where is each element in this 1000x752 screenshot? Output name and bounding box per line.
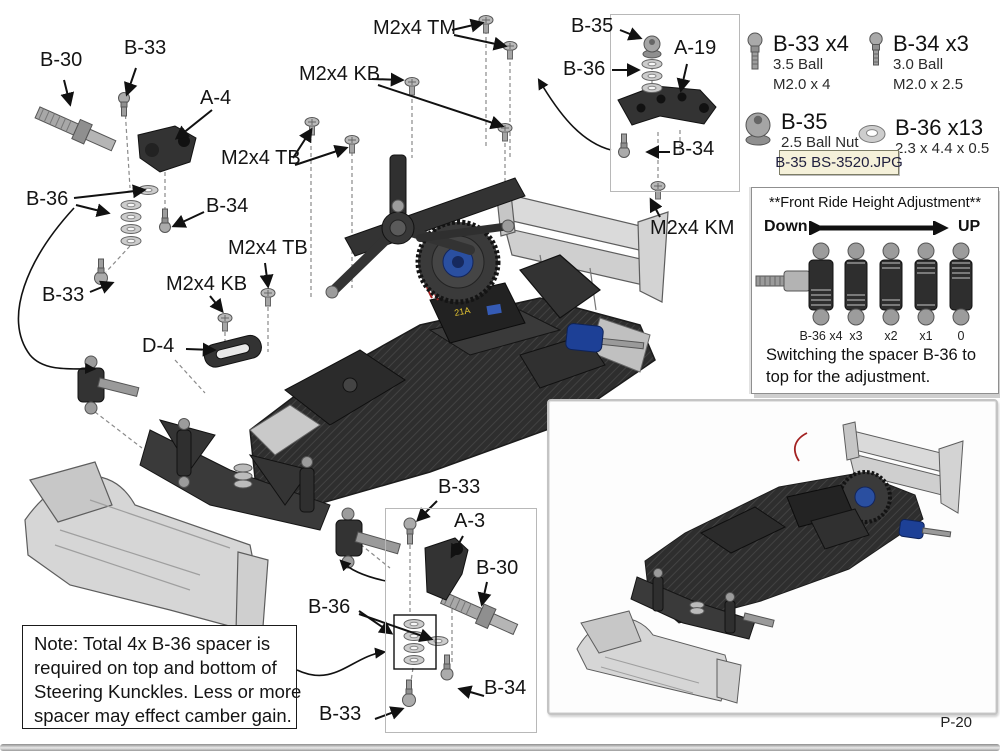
legend-part-id: B-33 x4 <box>773 31 849 56</box>
kingpin-x2 <box>879 242 903 326</box>
washer-stack-highlight-box <box>393 614 437 670</box>
legend-part-spec: 2.5 Ball Nut <box>781 134 859 152</box>
footer-divider-bar <box>0 744 1000 751</box>
callout-b33-mid: B-33 <box>438 476 481 498</box>
ball-studs <box>94 92 630 707</box>
kingpin-x1 <box>914 242 938 326</box>
note-line: spacer may effect camber gain. <box>34 705 292 727</box>
legend-item-b35: B-35 2.5 Ball Nut <box>742 110 859 153</box>
ball-stud-icon <box>747 32 763 70</box>
callout-d4: D-4 <box>142 335 175 357</box>
d4-link <box>203 334 262 368</box>
callout-m2x4-tm: M2x4 TM <box>373 17 456 39</box>
rear-axle <box>565 323 645 353</box>
a3-subassembly-box <box>385 508 537 733</box>
esc-label: 21A <box>453 305 471 318</box>
kingpin-0 <box>949 242 973 326</box>
callout-b34-upper: B-34 <box>206 195 249 217</box>
legend-part-id: B-35 <box>781 109 828 134</box>
callout-b36-upper: B-36 <box>26 188 69 210</box>
legend-part-spec: 3.5 Ball <box>773 56 824 74</box>
spacer-position-illustrations <box>755 242 973 326</box>
callout-b30-upper: B-30 <box>40 49 83 71</box>
callout-b33-upper: B-33 <box>124 37 167 59</box>
legend-part-id: B-34 x3 <box>893 31 969 56</box>
callout-b30-lower: B-30 <box>476 557 519 579</box>
ride-height-caption: Switching the spacer B-36 to <box>766 346 977 364</box>
legend-item-b34: B-34 x3 3.0 Ball M2.0 x 2.5 <box>866 32 969 95</box>
a19-arm <box>617 85 717 126</box>
legend-item-b36: B-36 x13 2.3 x 4.4 x 0.5 <box>856 116 989 159</box>
callout-a19: A-19 <box>674 37 717 59</box>
spacer-count-label: x1 <box>919 329 933 343</box>
kingpin-x3 <box>844 242 868 326</box>
callout-b35: B-35 <box>571 15 614 37</box>
note-line: Note: Total 4x B-36 spacer is <box>34 633 271 654</box>
kingpin-x4 <box>808 242 834 326</box>
spacer-count-label: B-36 x4 <box>799 329 843 343</box>
callout-b36-lower: B-36 <box>308 596 351 618</box>
steering-knuckle-right <box>335 507 401 569</box>
b30-shaft-lower <box>439 591 519 636</box>
ride-height-title: **Front Ride Height Adjustment** <box>769 195 981 211</box>
callout-a3: A-3 <box>454 510 486 532</box>
callout-arrows <box>60 18 691 720</box>
note-line: required on top and bottom of <box>34 657 277 679</box>
spacer-count-label: x2 <box>884 329 898 343</box>
front-suspension <box>139 418 331 531</box>
down-up-arrow <box>808 221 949 235</box>
ball-nut-icon <box>745 112 771 146</box>
ride-height-caption: top for the adjustment. <box>766 368 931 386</box>
legend-part-spec: M2.0 x 4 <box>773 75 831 93</box>
callout-m2x4-kb-upper: M2x4 KB <box>299 63 381 85</box>
callout-b33-lower: B-33 <box>319 703 362 725</box>
ride-height-down-label: Down <box>764 218 808 235</box>
b36-washers <box>120 59 663 665</box>
ride-height-up-label: UP <box>958 218 981 235</box>
note-box: Note: Total 4x B-36 spacer is required o… <box>22 625 302 729</box>
callout-m2x4-kb-mid: M2x4 KB <box>166 273 248 295</box>
ball-stud-icon <box>869 32 883 66</box>
note-line: Steering Kunckles. Less or more <box>34 681 302 703</box>
callout-b33-left: B-33 <box>42 284 85 306</box>
callout-b36-right: B-36 <box>563 58 606 80</box>
steering-bellcrank <box>325 154 526 299</box>
b35-ball-nut <box>642 35 662 59</box>
callout-a4: A-4 <box>200 87 232 109</box>
callout-m2x4-tb-upper: M2x4 TB <box>221 147 301 169</box>
callout-m2x4-tb-mid: M2x4 TB <box>228 237 308 259</box>
spacer-count-label: 0 <box>957 329 965 343</box>
completed-chassis-illustration <box>576 421 964 704</box>
washer-icon <box>858 125 886 143</box>
legend-part-spec: 3.0 Ball <box>893 56 944 74</box>
callout-b34-lower: B-34 <box>484 677 527 699</box>
legend-item-b33: B-33 x4 3.5 Ball M2.0 x 4 <box>744 32 849 95</box>
legend-part-spec: M2.0 x 2.5 <box>893 75 964 93</box>
axle-stub <box>755 270 811 292</box>
leader-curves <box>17 78 612 677</box>
callout-m2x4-km: M2x4 KM <box>650 217 735 239</box>
front-wing <box>24 461 269 641</box>
servo-block <box>284 349 406 426</box>
legend-part-spec: 2.3 x 4.4 x 0.5 <box>895 140 990 158</box>
callout-b34-right: B-34 <box>672 138 715 160</box>
spacer-count-label: x3 <box>849 329 863 343</box>
completed-chassis-photo <box>547 399 998 715</box>
rear-wing <box>495 183 669 319</box>
page-number: P-20 <box>940 714 972 731</box>
steering-knuckle-left <box>77 355 140 415</box>
legend-part-id: B-36 x13 <box>895 115 984 140</box>
a4-knuckle-arm <box>137 125 197 173</box>
filename-tooltip: B-35 BS-3520.JPG <box>775 150 903 175</box>
screws <box>217 15 666 332</box>
b30-shaft-upper <box>34 106 117 152</box>
a19-subassembly-box <box>610 14 740 192</box>
ride-height-adjustment-box: **Front Ride Height Adjustment** Down UP <box>751 187 999 394</box>
